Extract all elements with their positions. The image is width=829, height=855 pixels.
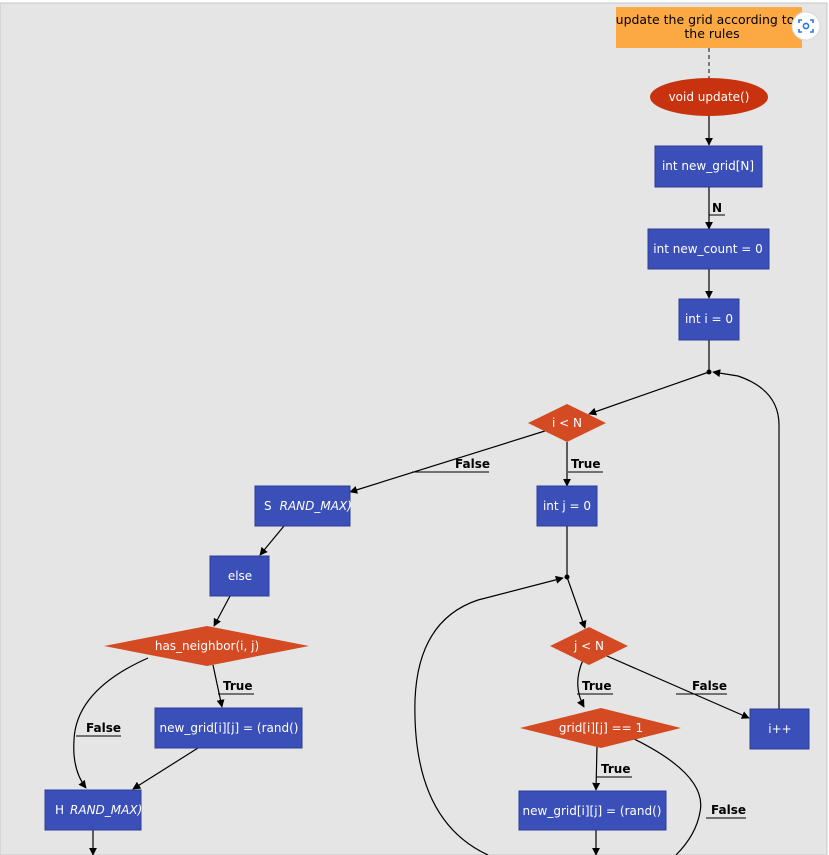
decision-shape	[104, 626, 309, 666]
edge-assign-to-hrand	[132, 747, 199, 790]
node-has-neighbor-label: has_neighbor(i, j)	[155, 639, 259, 653]
decision-shape	[520, 708, 681, 748]
edge-hasneighbor-false	[73, 657, 149, 789]
junction-i-loop	[706, 369, 712, 375]
edge-label-n: N	[712, 201, 722, 215]
edge-junction-to-condi	[588, 371, 710, 416]
edge-grid-false	[631, 737, 702, 855]
node-incr-i-label: i++	[768, 722, 791, 736]
note-update-grid: update the grid according to the rules	[616, 7, 802, 48]
note-box	[616, 7, 802, 48]
node-new-grid-decl-label: int new_grid[N]	[662, 159, 754, 173]
node-init-i-label: int i = 0	[685, 312, 733, 326]
edge-label-false-j: False	[692, 679, 727, 693]
process-shape	[209, 555, 270, 597]
edge-incri-to-junction	[712, 369, 780, 712]
scan-button-bg[interactable]	[791, 11, 821, 41]
node-grid-check: grid[i][j] == 1	[520, 708, 681, 748]
node-new-grid-assign-left: new_grid[i][j] = (rand()	[154, 707, 303, 749]
node-new-grid-assign-right: new_grid[i][j] = (rand()	[518, 790, 667, 831]
process-shape	[749, 708, 810, 750]
node-start: void update()	[650, 78, 768, 116]
note-line-1: update the grid according to	[616, 12, 795, 27]
edge-else-to-hasneighbor	[213, 595, 231, 627]
node-else-label: else	[228, 569, 252, 583]
node-new-grid-assign-left-label: new_grid[i][j] = (rand()	[160, 721, 299, 735]
note-line-2: the rules	[684, 26, 739, 41]
edge-label-false-grid: False	[711, 803, 746, 817]
node-start-label: void update()	[669, 90, 750, 104]
node-new-grid-assign-right-label: new_grid[i][j] = (rand()	[523, 804, 662, 818]
terminal-shape	[650, 78, 768, 116]
node-init-i: int i = 0	[678, 298, 740, 341]
node-cond-j-label: j < N	[573, 639, 604, 653]
node-init-j-label: int j = 0	[543, 499, 591, 513]
process-shape	[44, 789, 142, 831]
node-has-neighbor: has_neighbor(i, j)	[104, 626, 309, 666]
node-grid-check-label: grid[i][j] == 1	[559, 721, 643, 735]
decision-shape	[550, 627, 628, 665]
junction-j-loop	[564, 574, 570, 580]
scan-button[interactable]	[791, 11, 821, 41]
edge-loopback-to-junction	[414, 575, 564, 855]
node-new-count-decl: int new_count = 0	[647, 228, 770, 270]
scan-icon	[798, 19, 814, 33]
edge-labels: N True False True False True False True …	[76, 201, 746, 819]
node-incr-i: i++	[749, 708, 810, 750]
edge-label-true-i: True	[571, 457, 600, 471]
process-shape	[518, 790, 667, 831]
node-init-j: int j = 0	[536, 485, 598, 527]
edge-hasneighbor-true	[212, 664, 225, 708]
node-cond-i-label: i < N	[552, 416, 582, 430]
node-cond-i: i < N	[528, 404, 606, 442]
node-cond-j: j < N	[550, 627, 628, 665]
edge-condi-false	[349, 429, 549, 494]
edge-condj-false	[606, 655, 750, 719]
process-shape	[254, 485, 351, 527]
edge-grid-true	[592, 745, 601, 791]
decision-shape	[528, 404, 606, 442]
edge-label-false-neighbor: False	[86, 721, 121, 735]
process-shape	[654, 145, 763, 188]
edge-label-true-neighbor: True	[223, 679, 252, 693]
edge-label-false-i: False	[455, 457, 490, 471]
edge-junction-to-condj	[566, 576, 587, 629]
node-new-count-decl-label: int new_count = 0	[653, 242, 762, 256]
edge-label-true-j: True	[582, 679, 611, 693]
process-shape	[647, 228, 770, 270]
edge-condj-true	[577, 659, 585, 708]
process-shape	[536, 485, 598, 527]
node-else: else	[209, 555, 270, 597]
process-shape	[154, 707, 303, 749]
node-new-grid-decl: int new_grid[N]	[654, 145, 763, 188]
edges	[73, 48, 780, 855]
edge-srand-to-else	[259, 525, 285, 556]
process-shape	[678, 298, 740, 341]
edge-label-true-grid: True	[601, 762, 630, 776]
